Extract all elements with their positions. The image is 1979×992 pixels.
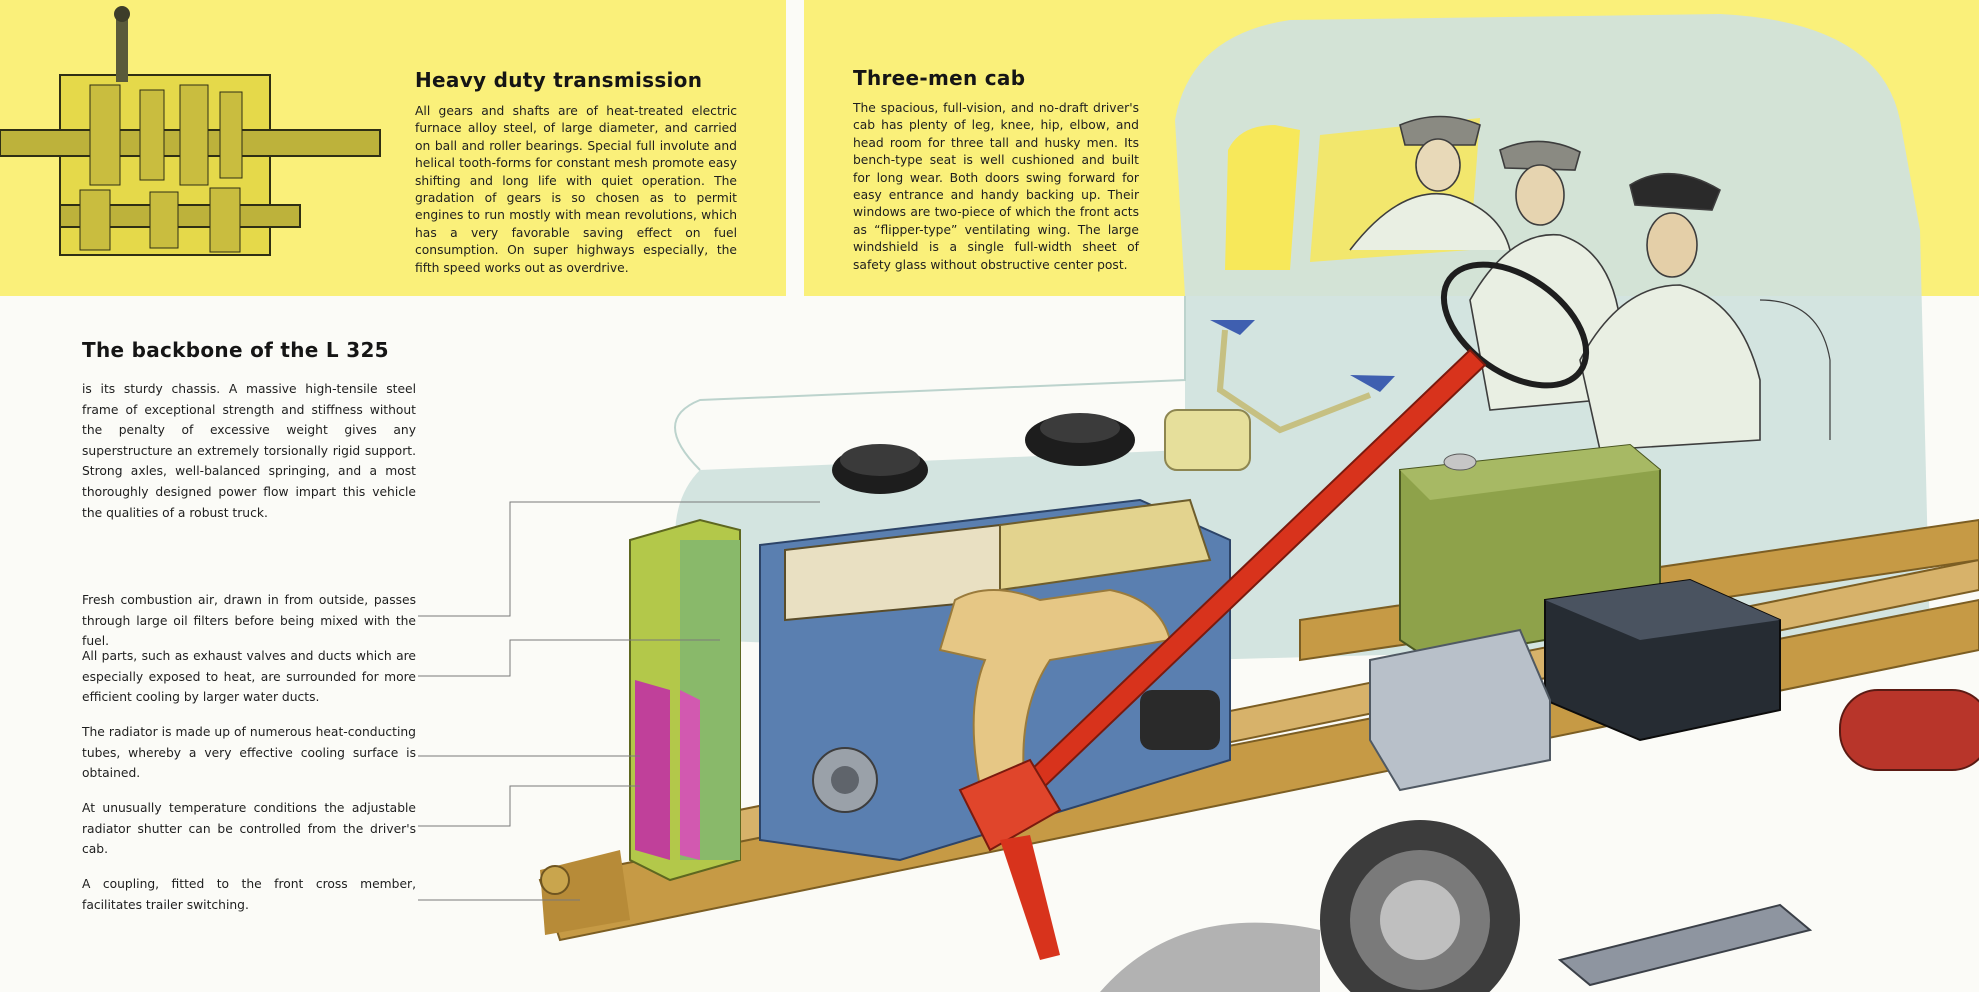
battery (1544, 578, 1781, 742)
controls (1164, 320, 1395, 471)
callout-air-filter: Fresh combustion air, drawn in from outs… (82, 593, 416, 649)
radiator (629, 518, 741, 882)
step-plate (1557, 903, 1813, 987)
transmission-heading: Heavy duty transmission (415, 68, 703, 92)
cab-heading: Three-men cab (853, 66, 1026, 90)
callout-trailer-coupling: A coupling, fitted to the front cross me… (82, 877, 416, 912)
callout-leaders (418, 501, 820, 901)
callout-radiator-shutter: At unusually temperature conditions the … (82, 801, 416, 857)
air-tank (1839, 689, 1979, 771)
front-wheel (1100, 820, 1520, 992)
page-fold (786, 0, 804, 296)
callout-water-cooling: All parts, such as exhaust valves and du… (82, 649, 416, 705)
backbone-description: is its sturdy chassis. A massive high-te… (82, 382, 416, 520)
gearbox-housing (1369, 628, 1551, 792)
gearbox-cutaway (0, 0, 381, 296)
backbone-heading: The backbone of the L 325 (82, 338, 389, 362)
cab-description: The spacious, full-vision, and no-draft … (853, 101, 1139, 272)
engine-block (759, 413, 1231, 862)
callout-radiator: The radiator is made up of numerous heat… (82, 725, 416, 781)
steering-column (958, 348, 1487, 960)
crew-illustration (1349, 115, 1831, 451)
transmission-description: All gears and shafts are of heat-treated… (415, 104, 737, 275)
